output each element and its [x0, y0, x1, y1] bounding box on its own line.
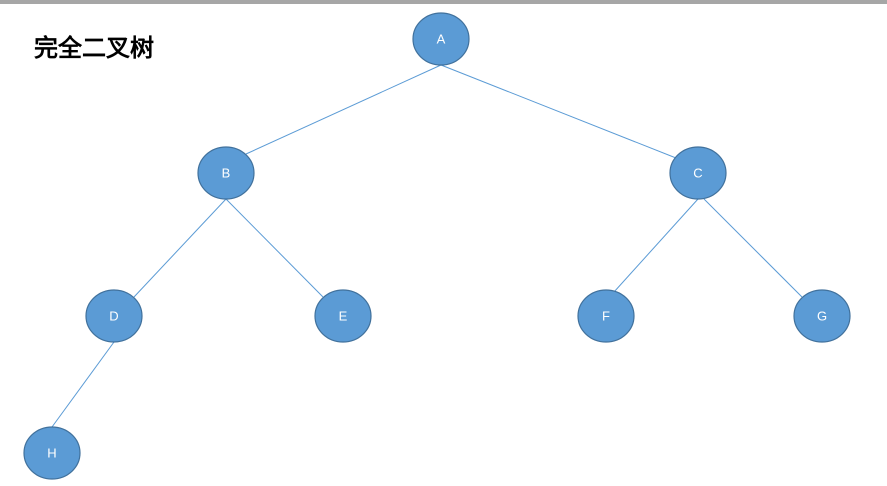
edge-a-c — [440, 64, 677, 159]
nodes-layer: A B C D E F G H — [23, 12, 851, 480]
node-circle — [85, 289, 143, 343]
node-label: D — [109, 309, 118, 324]
node-circle — [197, 146, 255, 200]
edge-c-g — [703, 198, 803, 298]
node-label: B — [222, 166, 231, 181]
edge-b-e — [225, 198, 324, 298]
node-label: F — [602, 309, 610, 324]
node-label: C — [693, 166, 702, 181]
tree-node-h: H — [23, 426, 81, 480]
tree-node-d: D — [85, 289, 143, 343]
node-circle — [577, 289, 635, 343]
node-circle — [793, 289, 851, 343]
edge-c-f — [613, 198, 699, 293]
edge-d-h — [51, 341, 115, 428]
node-label: A — [437, 32, 446, 47]
slide-title: 完全二叉树 — [34, 34, 154, 62]
node-circle — [23, 426, 81, 480]
edge-b-d — [133, 198, 227, 298]
tree-node-e: E — [314, 289, 372, 343]
node-label: H — [47, 446, 56, 461]
tree-node-b: B — [197, 146, 255, 200]
tree-node-a: A — [412, 12, 470, 66]
tree-node-c: C — [669, 146, 727, 200]
node-circle — [314, 289, 372, 343]
node-label: E — [339, 309, 348, 324]
edge-a-b — [245, 64, 442, 155]
edges-layer — [51, 64, 803, 428]
top-border-bar — [0, 0, 887, 4]
tree-node-f: F — [577, 289, 635, 343]
node-circle — [669, 146, 727, 200]
node-circle — [412, 12, 470, 66]
node-label: G — [817, 309, 827, 324]
tree-node-g: G — [793, 289, 851, 343]
